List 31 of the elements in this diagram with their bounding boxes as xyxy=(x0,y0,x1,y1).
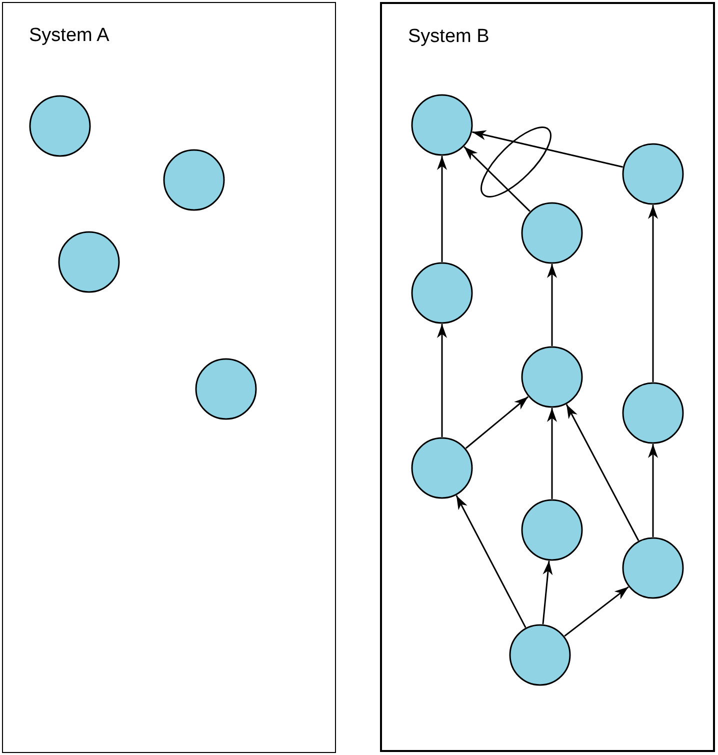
arrow xyxy=(564,586,629,637)
panel-title: System B xyxy=(408,26,490,48)
circle-node xyxy=(29,95,91,157)
arrow xyxy=(437,324,447,437)
circle-node xyxy=(521,499,583,561)
circle-node xyxy=(411,437,473,499)
arrow xyxy=(547,264,557,346)
arrow xyxy=(547,408,557,499)
arrow xyxy=(648,444,658,537)
circle-node xyxy=(411,262,473,324)
arrow xyxy=(648,205,658,382)
arrow xyxy=(472,130,623,168)
circle-node xyxy=(58,231,120,293)
circle-node xyxy=(521,346,583,408)
circle-node xyxy=(509,624,571,686)
system-panel xyxy=(2,2,336,753)
circle-node xyxy=(622,382,684,444)
circle-node xyxy=(411,94,473,156)
circle-node xyxy=(622,143,684,205)
arrow xyxy=(566,404,640,541)
circle-node xyxy=(622,537,684,599)
arrow xyxy=(456,495,526,628)
circle-node xyxy=(521,202,583,264)
panel-title: System A xyxy=(29,25,110,47)
arrow xyxy=(465,396,529,449)
arrow xyxy=(437,156,447,262)
arrow xyxy=(464,146,530,212)
circle-node xyxy=(163,149,225,211)
system-panel xyxy=(380,2,715,752)
arrow xyxy=(542,560,553,624)
circle-node xyxy=(195,358,257,420)
